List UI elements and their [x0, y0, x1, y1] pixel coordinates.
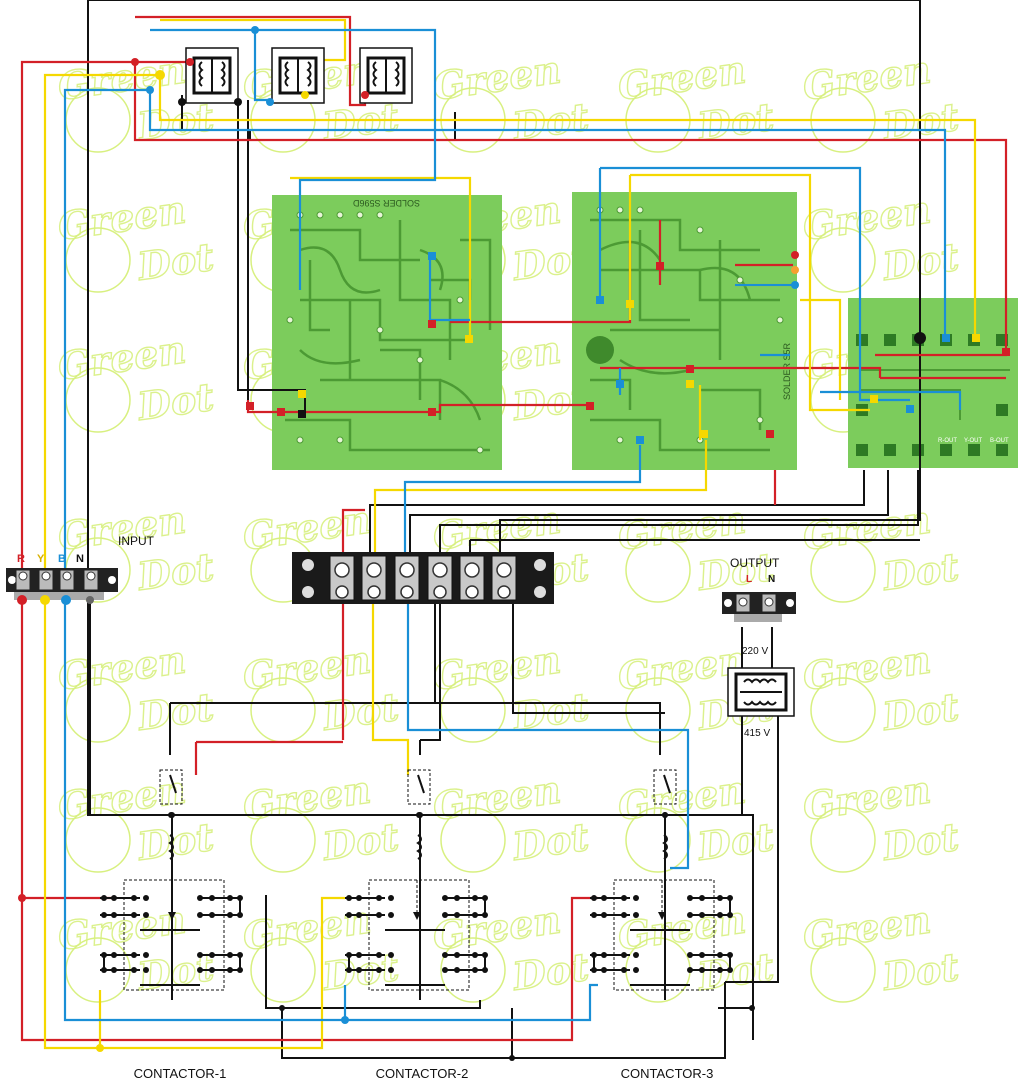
watermark-text-2: Dot: [694, 814, 777, 869]
output-label-n: N: [768, 574, 775, 585]
watermark-text-2: Dot: [319, 814, 402, 869]
watermark-circle: [250, 937, 316, 1003]
output-transformer: 220 V 415 V: [727, 646, 795, 739]
watermark-text-2: Dot: [879, 944, 962, 999]
watermark-text-2: Dot: [694, 944, 777, 999]
relay-output-r: R-OUT: [938, 438, 957, 444]
pcb-board-2: SOLDER S5R: [572, 192, 797, 470]
contactor-2: [345, 879, 488, 991]
watermark-circle: [810, 677, 876, 743]
watermark-circle: [440, 807, 506, 873]
watermark-text-2: Dot: [134, 814, 217, 869]
contactor-3: [590, 879, 733, 991]
pcb-board-1: SOLDER S596D: [272, 195, 502, 470]
output-label-l: L: [746, 574, 752, 585]
watermark-circle: [440, 937, 506, 1003]
junction-dots: [18, 812, 755, 1061]
pcb-connection-points: [246, 251, 1010, 444]
watermark-circle: [625, 807, 691, 873]
watermark-text-2: Dot: [319, 684, 402, 739]
relay-board: R-OUT Y-OUT B-OUT: [848, 298, 1018, 468]
watermark-circle: [625, 677, 691, 743]
input-label-b: B: [58, 553, 66, 565]
input-label-y: Y: [37, 553, 45, 565]
input-terminal-block: R Y B N INPUT: [6, 534, 155, 605]
watermark-text-2: Dot: [134, 374, 217, 429]
voltage-label-220: 220 V: [742, 646, 768, 657]
input-label-r: R: [17, 553, 25, 565]
contactor-coil-switches: [159, 769, 677, 860]
watermark-text-2: Dot: [134, 234, 217, 289]
contactor-1-label: CONTACTOR-1: [134, 1066, 227, 1080]
watermark-circle: [810, 807, 876, 873]
main-terminal-strip: [292, 552, 554, 604]
transformer-group: [131, 26, 413, 106]
watermark-circle: [810, 937, 876, 1003]
contactor-2-label: CONTACTOR-2: [376, 1066, 469, 1080]
watermark-text-2: Dot: [134, 684, 217, 739]
watermark-circle: [250, 807, 316, 873]
pcb-silk-label-1: SOLDER S596D: [352, 198, 420, 208]
contactor-1: [100, 879, 243, 991]
watermark-text-2: Dot: [879, 544, 962, 599]
relay-output-y: Y-OUT: [964, 438, 982, 444]
watermark-text-2: Dot: [509, 814, 592, 869]
voltage-label-415: 415 V: [744, 728, 770, 739]
blue-wires: [63, 28, 962, 1022]
contactor-group: [100, 879, 733, 991]
input-label-n: N: [76, 553, 84, 565]
output-terminal-block: OUTPUT L N: [722, 556, 796, 622]
watermark-text-2: Dot: [879, 814, 962, 869]
relay-output-b: B-OUT: [990, 438, 1009, 444]
watermark-text-2: Dot: [134, 544, 217, 599]
pcb-silk-label-2: SOLDER S5R: [782, 342, 792, 400]
input-title: INPUT: [118, 534, 155, 548]
contactor-3-label: CONTACTOR-3: [621, 1066, 714, 1080]
watermark-circle: [810, 537, 876, 603]
watermark-circle: [625, 537, 691, 603]
output-title: OUTPUT: [730, 556, 780, 570]
watermark-text-2: Dot: [509, 944, 592, 999]
watermark-text-2: Dot: [694, 544, 777, 599]
watermark-text-2: Dot: [879, 684, 962, 739]
